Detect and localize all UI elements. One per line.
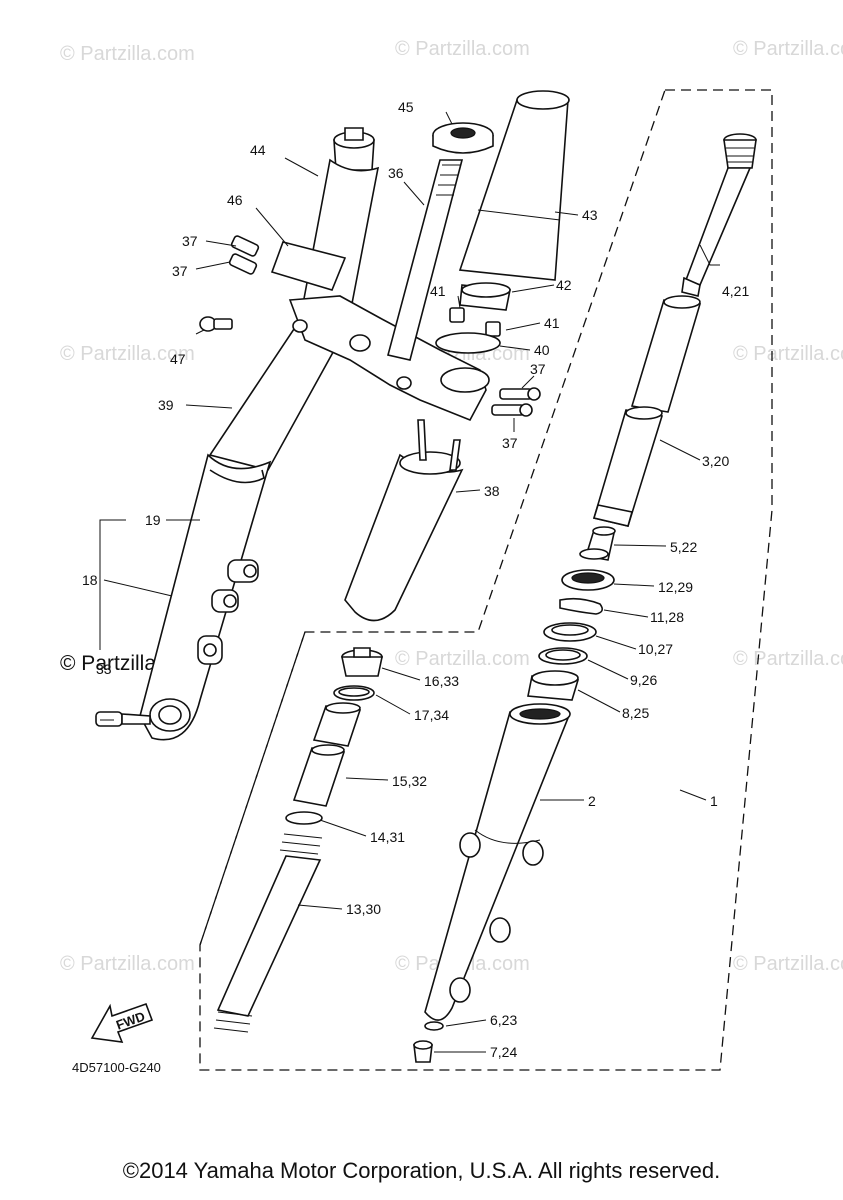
stem-hardware (435, 282, 511, 354)
callout-36: 36 (388, 165, 404, 181)
fwd-arrow: FWD (90, 1002, 154, 1043)
callout-45: 45 (398, 99, 414, 115)
assembly-1-boundary (199, 89, 773, 1071)
callout-1: 1 (710, 793, 718, 809)
callout-44: 44 (250, 142, 266, 158)
callout-14-31: 14,31 (370, 829, 405, 845)
callout-13-30: 13,30 (346, 901, 381, 917)
callout-46: 46 (227, 192, 243, 208)
callout-5-22: 5,22 (670, 539, 697, 555)
callout-37: 37 (530, 361, 546, 377)
callout-10-27: 10,27 (638, 641, 673, 657)
left-fork-assembly (95, 127, 380, 741)
callout-43: 43 (582, 207, 598, 223)
callout-7-24: 7,24 (490, 1044, 517, 1060)
bearing (432, 122, 494, 154)
assembly-2-boundary (199, 631, 306, 946)
watermark: © Partzilla.com (733, 343, 843, 365)
watermark: © Partzilla.com (60, 43, 195, 65)
callout-39: 39 (158, 397, 174, 413)
callout-9-26: 9,26 (630, 672, 657, 688)
callout-11-28: 11,28 (650, 609, 684, 625)
callout-15-32: 15,32 (392, 773, 427, 789)
callout-40: 40 (534, 342, 550, 358)
watermark: © Partzilla.com (60, 953, 195, 975)
lower-cover (344, 419, 464, 622)
copyright-notice: ©2014 Yamaha Motor Corporation, U.S.A. A… (122, 1158, 721, 1183)
callout-12-29: 12,29 (658, 579, 693, 595)
upper-bracket (199, 235, 541, 422)
callout-18: 18 (82, 572, 98, 588)
watermark: © Partzilla.com (733, 648, 843, 670)
callout-16-33: 16,33 (424, 673, 459, 689)
callout-41: 41 (544, 315, 560, 331)
outer-tube (413, 703, 571, 1063)
fwd-label: FWD (114, 1008, 147, 1032)
callout-labels: 44 46 37 37 47 39 19 18 33 36 45 43 42 4… (82, 99, 749, 1060)
callout-37: 37 (172, 263, 188, 279)
upper-cover (458, 90, 570, 281)
watermark: © Partzilla.com (395, 648, 530, 670)
callout-41: 41 (430, 283, 446, 299)
watermark: © Partzilla.com (395, 38, 530, 60)
watermark: © Partzilla.com (733, 953, 843, 975)
fork-internals (527, 133, 757, 701)
leader-lines (99, 111, 720, 1053)
watermark: © Partzilla.com (733, 38, 843, 60)
callout-37: 37 (182, 233, 198, 249)
callout-4-21: 4,21 (722, 283, 749, 299)
callout-47: 47 (170, 351, 186, 367)
callout-19: 19 (145, 512, 161, 528)
callout-42: 42 (556, 277, 572, 293)
callout-8-25: 8,25 (622, 705, 649, 721)
callout-6-23: 6,23 (490, 1012, 517, 1028)
spring-assembly (213, 647, 383, 1033)
callout-3-20: 3,20 (702, 453, 729, 469)
callout-37: 37 (502, 435, 518, 451)
steering-stem (387, 159, 464, 361)
watermark: © Partzilla.com (60, 343, 195, 365)
diagram-code: 4D57100-G240 (72, 1060, 161, 1075)
watermarks: © Partzilla.com © Partzilla.com © Partzi… (60, 38, 843, 975)
callout-2: 2 (588, 793, 596, 809)
callout-38: 38 (484, 483, 500, 499)
callout-17-34: 17,34 (414, 707, 449, 723)
callout-33: 33 (96, 661, 112, 677)
